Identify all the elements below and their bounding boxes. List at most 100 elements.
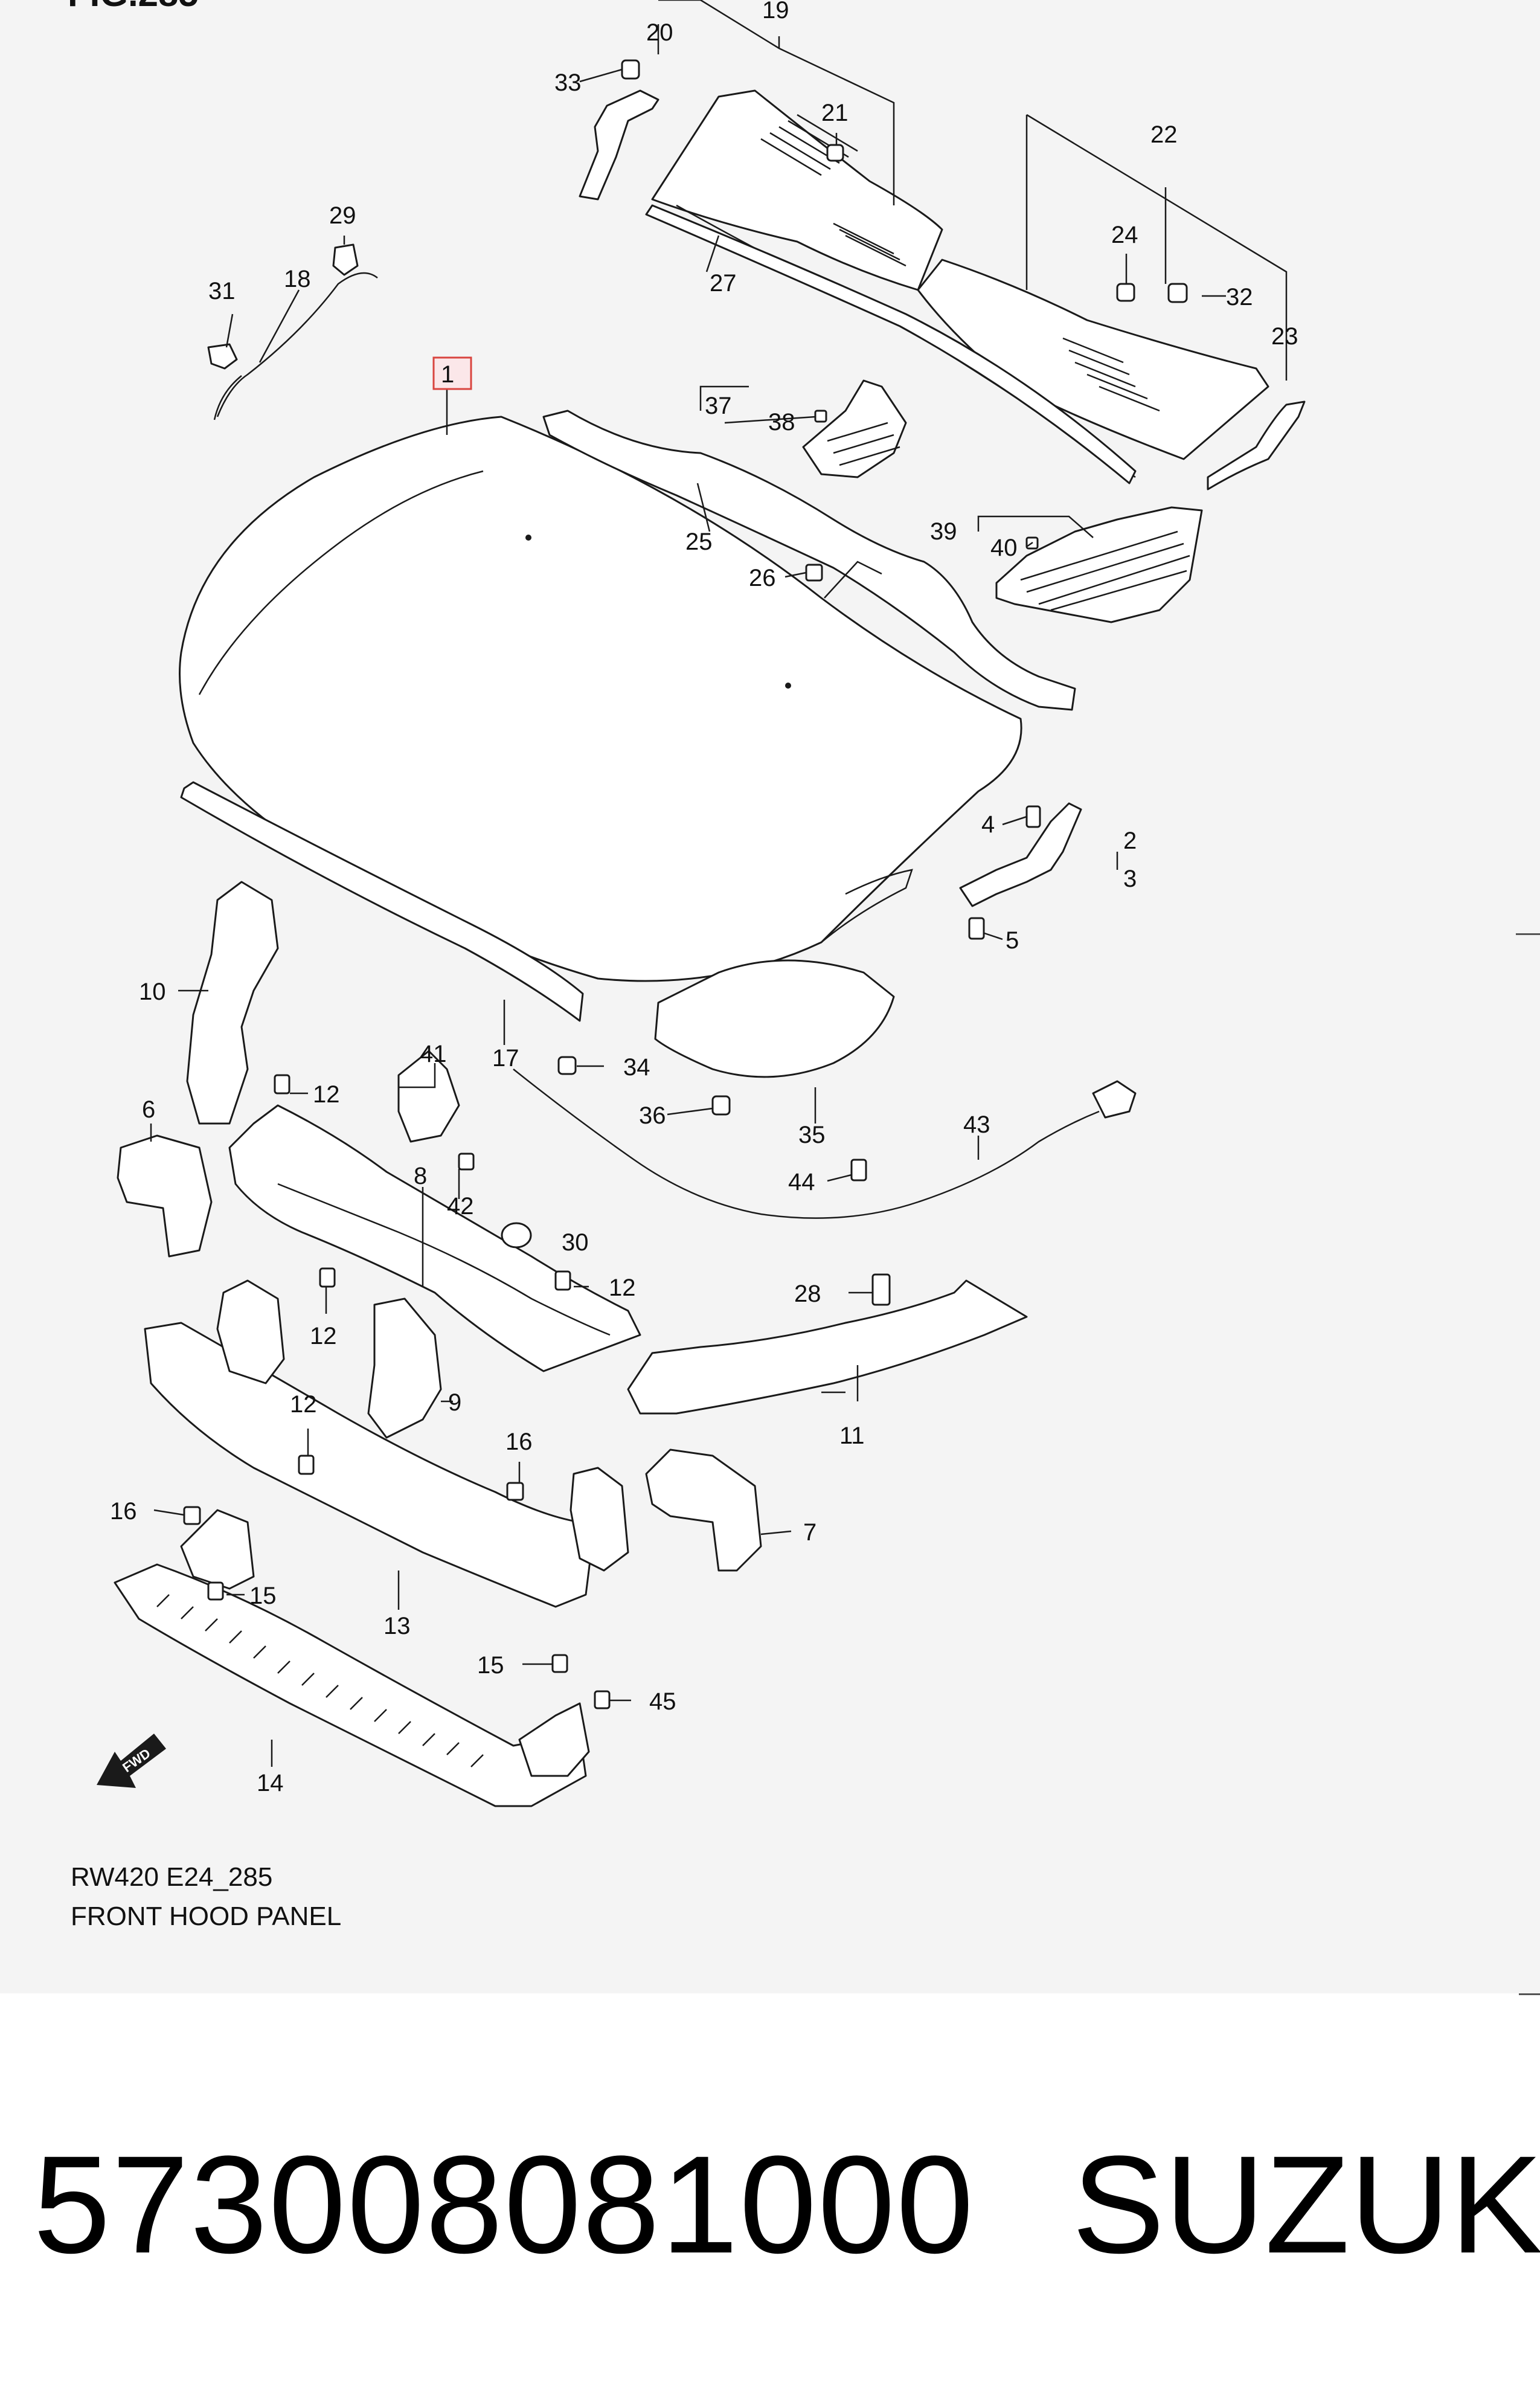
- callout-2: 2: [1123, 828, 1137, 854]
- callout-16a: 16: [110, 1498, 137, 1525]
- clip-44-fastener: [850, 1159, 867, 1182]
- callout-19: 19: [762, 0, 789, 24]
- bracket-right: [645, 1448, 762, 1572]
- lower-member-right: [627, 1279, 1028, 1415]
- callout-28: 28: [794, 1281, 821, 1307]
- nut-16b-fastener: [506, 1482, 524, 1501]
- bolt-12c-fastener: [319, 1267, 336, 1288]
- figure-label: FIG.285: [68, 0, 199, 14]
- callout-43: 43: [963, 1111, 990, 1138]
- hood-front-seal: [180, 781, 584, 1022]
- callout-29: 29: [329, 202, 356, 229]
- bumper-reinforcement: [144, 1322, 593, 1608]
- callout-numbers: 1 2 3 4 5 6 7 8 9 10 11 12 12 12 12 13 1…: [110, 0, 1298, 1796]
- callout-11: 11: [839, 1423, 865, 1449]
- callout-35: 35: [798, 1122, 826, 1148]
- lower-grille-cover: [114, 1563, 587, 1807]
- cowl-side-bracket: [579, 89, 659, 201]
- callout-16b: 16: [505, 1429, 533, 1455]
- edge-mark-top: [1516, 933, 1540, 935]
- callout-12d: 12: [290, 1391, 317, 1418]
- callout-14: 14: [257, 1770, 284, 1796]
- callout-13: 13: [383, 1613, 411, 1639]
- center-bracket: [367, 1297, 442, 1439]
- stay-rod-holder: [332, 243, 359, 276]
- bolt-5-fastener: [968, 917, 985, 940]
- nut-16a-fastener: [183, 1506, 201, 1525]
- callout-45: 45: [649, 1688, 676, 1715]
- lower-cover-bracket-left: [180, 1509, 255, 1590]
- bolt-45-fastener: [594, 1690, 611, 1709]
- parts-diagram: FIG.285: [68, 0, 1306, 1807]
- callout-4: 4: [981, 811, 995, 838]
- callout-38: 38: [768, 409, 795, 436]
- upper-radiator-support: [228, 1104, 641, 1372]
- diagram-panel: FIG.285: [0, 0, 1540, 1993]
- callout-12b: 12: [609, 1275, 636, 1301]
- callout-8: 8: [414, 1163, 427, 1189]
- callout-33: 33: [554, 69, 582, 96]
- figure-code: RW420 E24_285: [71, 1862, 273, 1892]
- callout-42: 42: [447, 1193, 474, 1220]
- cowl-side-cover: [1207, 400, 1306, 490]
- bumper-bracket-left: [216, 1279, 285, 1384]
- part-number: 573008081000: [33, 2127, 975, 2282]
- hood-lock: [397, 1050, 460, 1143]
- cowl-grill-hatching: [760, 114, 1160, 412]
- lower-grille-slots: [156, 1594, 484, 1767]
- bumper-30-fastener: [501, 1222, 532, 1249]
- clip-21-fastener: [826, 144, 844, 162]
- callout-31: 31: [208, 278, 236, 304]
- callout-6: 6: [142, 1096, 155, 1123]
- hood-hinge: [959, 802, 1082, 907]
- callout-1: 1: [441, 361, 454, 388]
- bumper-bracket-right: [569, 1467, 629, 1572]
- callout-44: 44: [788, 1169, 815, 1195]
- callout-37: 37: [705, 393, 732, 419]
- callout-17: 17: [492, 1045, 519, 1072]
- side-member-left: [186, 881, 279, 1125]
- hood-reinforcement: [542, 410, 1076, 711]
- callout-9: 9: [448, 1389, 461, 1416]
- bolt-12a-fastener: [274, 1074, 290, 1095]
- callout-3: 3: [1123, 866, 1137, 892]
- leader-lines: [150, 0, 1288, 1767]
- callout-40: 40: [990, 535, 1018, 561]
- callout-21: 21: [821, 100, 849, 126]
- nut-26-fastener: [805, 564, 823, 582]
- brand-name: SUZUKI: [1072, 2127, 1540, 2282]
- clip-24-fastener: [1116, 283, 1135, 302]
- callout-25: 25: [685, 529, 713, 555]
- callout-5: 5: [1006, 927, 1019, 954]
- cowl-top-cover-left: [651, 89, 943, 291]
- callout-34: 34: [623, 1054, 650, 1081]
- edge-mark-bottom: [1519, 1993, 1540, 1995]
- bolt-12b-fastener: [554, 1270, 571, 1291]
- stay-rod-clip: [207, 343, 238, 370]
- callout-18: 18: [284, 266, 311, 292]
- callout-7: 7: [803, 1519, 817, 1546]
- clip-36-fastener: [711, 1095, 731, 1116]
- release-handle: [1092, 1080, 1137, 1119]
- cowl-weatherstrip: [645, 204, 1137, 484]
- callout-20: 20: [646, 19, 673, 46]
- lower-cover-bracket-right: [518, 1702, 590, 1777]
- callout-26: 26: [749, 565, 776, 591]
- callout-12a: 12: [313, 1081, 340, 1108]
- fasteners: [183, 59, 1188, 1709]
- callout-12c: 12: [310, 1323, 337, 1349]
- figure-title: FRONT HOOD PANEL: [71, 1902, 342, 1931]
- clip-38-fastener: [814, 410, 827, 423]
- callout-23: 23: [1271, 323, 1298, 350]
- bolt-42-fastener: [458, 1153, 475, 1171]
- callout-41: 41: [420, 1041, 447, 1067]
- bolt-15a-fastener: [207, 1581, 224, 1601]
- callout-24: 24: [1111, 222, 1138, 248]
- callout-15b: 15: [477, 1652, 504, 1679]
- bolt-4-fastener: [1025, 805, 1041, 828]
- callout-32: 32: [1226, 284, 1253, 310]
- bracket-left: [117, 1134, 213, 1258]
- bolt-12d-fastener: [298, 1455, 315, 1475]
- callout-22: 22: [1150, 121, 1178, 148]
- clip-34-fastener: [557, 1056, 577, 1075]
